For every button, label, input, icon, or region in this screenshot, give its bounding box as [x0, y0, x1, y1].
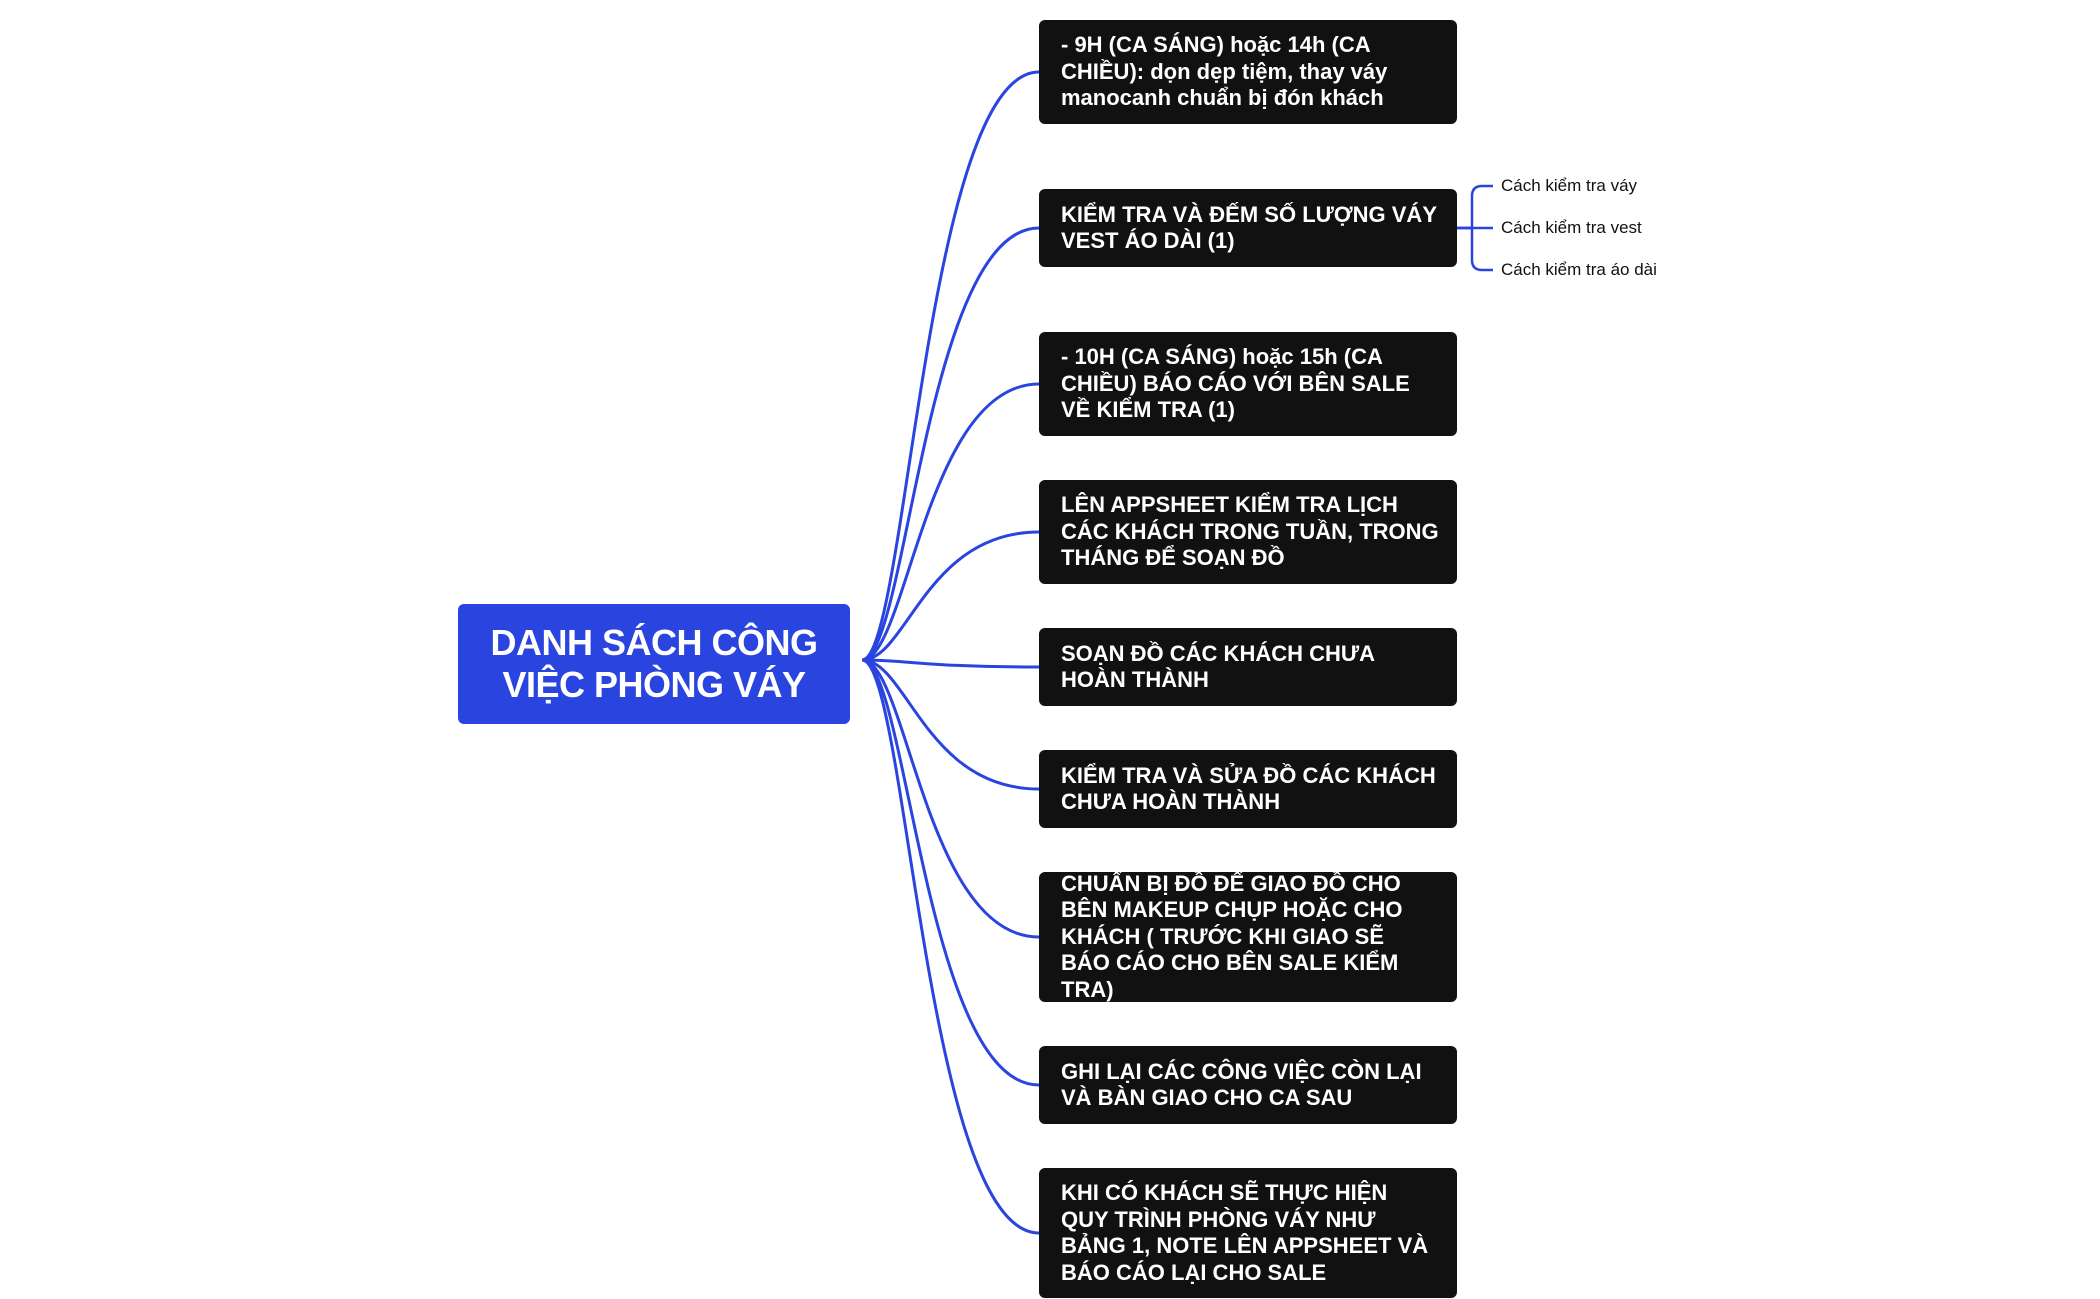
- task-node-cleanup[interactable]: - 9H (CA SÁNG) hoặc 14h (CA CHIỀU): dọn …: [1039, 20, 1457, 124]
- sub-connector-line-2: [1457, 226, 1493, 272]
- subtask-label: Cách kiểm tra vest: [1501, 218, 1642, 237]
- subtask-label: Cách kiểm tra váy: [1501, 176, 1638, 195]
- task-node-handover[interactable]: GHI LẠI CÁC CÔNG VIỆC CÒN LẠI VÀ BÀN GIA…: [1039, 1046, 1457, 1124]
- task-node-report-sale[interactable]: - 10H (CA SÁNG) hoặc 15h (CA CHIỀU) BÁO …: [1039, 332, 1457, 436]
- task-node-appsheet-schedule[interactable]: LÊN APPSHEET KIỂM TRA LỊCH CÁC KHÁCH TRO…: [1039, 480, 1457, 584]
- subtask-check-ao-dai[interactable]: Cách kiểm tra áo dài: [1501, 260, 1657, 280]
- task-label: - 9H (CA SÁNG) hoặc 14h (CA CHIỀU): dọn …: [1061, 32, 1388, 111]
- task-node-count-inventory[interactable]: KIỂM TRA VÀ ĐẾM SỐ LƯỢNG VÁY VEST ÁO DÀI…: [1039, 189, 1457, 267]
- root-node[interactable]: DANH SÁCH CÔNG VIỆC PHÒNG VÁY: [458, 604, 850, 724]
- task-node-prepare-outfits[interactable]: SOẠN ĐỒ CÁC KHÁCH CHƯA HOÀN THÀNH: [1039, 628, 1457, 706]
- subtask-check-dress[interactable]: Cách kiểm tra váy: [1501, 176, 1637, 196]
- task-node-check-repair[interactable]: KIỂM TRA VÀ SỬA ĐỒ CÁC KHÁCH CHƯA HOÀN T…: [1039, 750, 1457, 828]
- task-node-deliver-outfits[interactable]: CHUẨN BỊ ĐỒ ĐỂ GIAO ĐỒ CHO BÊN MAKEUP CH…: [1039, 870, 1457, 1002]
- task-label: KIỂM TRA VÀ ĐẾM SỐ LƯỢNG VÁY VEST ÁO DÀI…: [1061, 201, 1437, 254]
- task-label: LÊN APPSHEET KIỂM TRA LỊCH CÁC KHÁCH TRO…: [1061, 492, 1439, 571]
- connector-line-4: [861, 658, 1040, 669]
- task-label: - 10H (CA SÁNG) hoặc 15h (CA CHIỀU) BÁO …: [1061, 344, 1410, 423]
- task-label: KIỂM TRA VÀ SỬA ĐỒ CÁC KHÁCH CHƯA HOÀN T…: [1061, 762, 1436, 815]
- subtask-check-vest[interactable]: Cách kiểm tra vest: [1501, 218, 1642, 238]
- task-node-customer-process[interactable]: KHI CÓ KHÁCH SẼ THỰC HIỆN QUY TRÌNH PHÒN…: [1039, 1168, 1457, 1298]
- connector-line-5: [861, 658, 1040, 791]
- connector-line-6: [861, 658, 1040, 939]
- connector-line-1: [861, 226, 1040, 662]
- subtask-label: Cách kiểm tra áo dài: [1501, 260, 1657, 279]
- connector-line-3: [861, 530, 1040, 662]
- task-label: GHI LẠI CÁC CÔNG VIỆC CÒN LẠI VÀ BÀN GIA…: [1061, 1058, 1422, 1111]
- connector-line-8: [861, 658, 1040, 1235]
- connector-line-2: [861, 382, 1040, 662]
- task-label: SOẠN ĐỒ CÁC KHÁCH CHƯA HOÀN THÀNH: [1061, 640, 1375, 693]
- sub-connector-line-0: [1457, 184, 1493, 230]
- task-label: KHI CÓ KHÁCH SẼ THỰC HIỆN QUY TRÌNH PHÒN…: [1061, 1180, 1429, 1285]
- connector-line-7: [861, 658, 1040, 1087]
- task-label: CHUẨN BỊ ĐỒ ĐỂ GIAO ĐỒ CHO BÊN MAKEUP CH…: [1061, 870, 1403, 1002]
- root-label: DANH SÁCH CÔNG VIỆC PHÒNG VÁY: [490, 622, 818, 705]
- connector-line-0: [861, 70, 1040, 662]
